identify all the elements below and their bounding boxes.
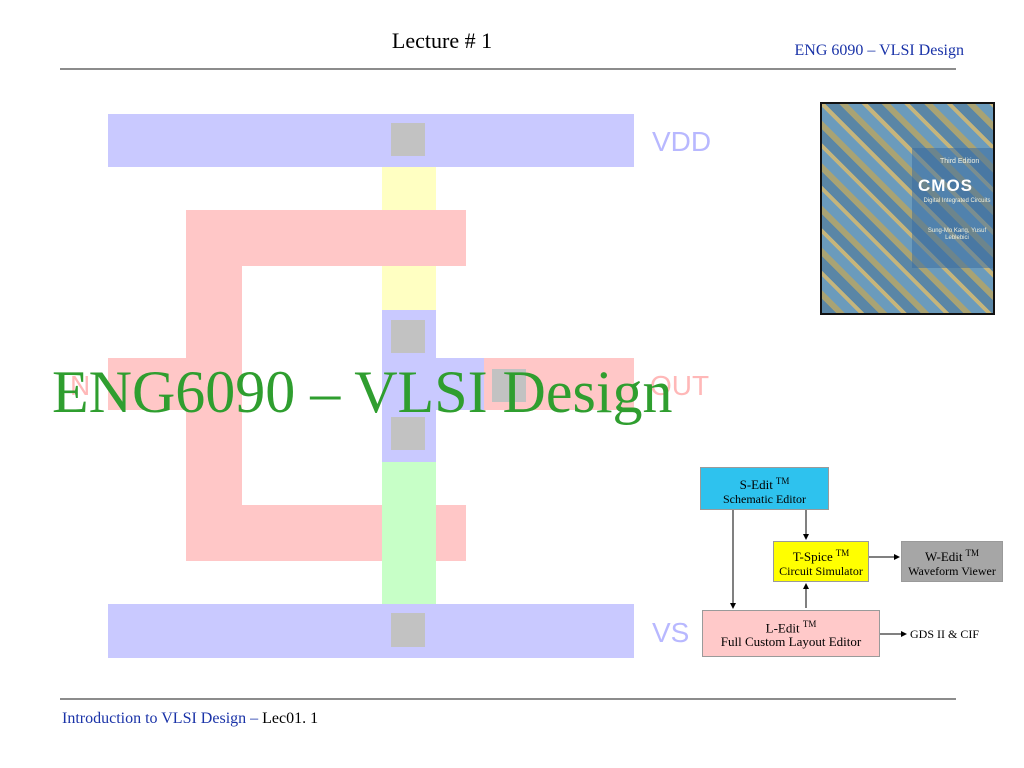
s-edit-box: S-Edit TM Schematic Editor xyxy=(700,467,829,510)
w-edit-name: W-Edit xyxy=(924,549,963,564)
footer: Introduction to VLSI Design – Lec01. 1 xyxy=(62,710,318,728)
t-spice-tm: TM xyxy=(835,548,850,558)
poly-input xyxy=(108,358,186,410)
book-cover-image: Third Edition CMOS Digital Integrated Ci… xyxy=(820,102,995,315)
slide-title: ENG6090 – VLSI Design xyxy=(52,359,673,425)
w-edit-box: W-Edit TM Waveform Viewer xyxy=(901,541,1003,582)
book-subtitle: Digital Integrated Circuits xyxy=(923,198,991,204)
book-title: CMOS xyxy=(918,176,973,195)
book-authors: Sung-Mo Kang, Yusuf Leblebici xyxy=(927,228,987,241)
t-spice-name: T-Spice xyxy=(792,549,833,564)
s-edit-tm: TM xyxy=(775,476,790,486)
w-edit-tm: TM xyxy=(965,548,980,558)
vss-contact xyxy=(391,613,425,647)
s-edit-name: S-Edit xyxy=(739,477,773,492)
l-edit-desc: Full Custom Layout Editor xyxy=(720,634,862,650)
l-edit-name: L-Edit xyxy=(765,620,800,636)
footer-rule xyxy=(60,698,956,700)
w-edit-desc: Waveform Viewer xyxy=(908,564,996,578)
footer-text: Introduction to VLSI Design xyxy=(62,710,247,727)
course-name: ENG 6090 – VLSI Design xyxy=(794,42,964,59)
output-metal-stub xyxy=(436,358,484,410)
header-rule xyxy=(60,68,956,70)
l-edit-box: L-Edit TM Full Custom Layout Editor xyxy=(702,610,880,657)
book-edition: Third Edition xyxy=(940,158,980,165)
poly-top xyxy=(186,210,466,266)
s-edit-desc: Schematic Editor xyxy=(723,492,806,506)
gds-output-label: GDS II & CIF xyxy=(910,627,980,641)
slide-number: Lec01. 1 xyxy=(262,710,319,727)
l-edit-tm: TM xyxy=(802,619,817,629)
lecture-title: Lecture # 1 xyxy=(391,28,493,53)
in-label: N xyxy=(70,370,91,401)
poly-left xyxy=(186,266,242,506)
t-spice-box: T-Spice TM Circuit Simulator xyxy=(773,541,869,582)
vdd-contact xyxy=(391,123,425,156)
vdd-rail xyxy=(108,114,634,167)
vdd-label: VDD xyxy=(652,126,712,157)
out-label: OUT xyxy=(650,370,710,401)
output-contact xyxy=(492,369,526,402)
nmos-drain-contact xyxy=(391,417,425,450)
book-cover-band xyxy=(912,148,993,268)
nmos-diffusion xyxy=(382,462,436,604)
vss-rail xyxy=(108,604,634,658)
vss-label: VS xyxy=(652,617,690,648)
t-spice-desc: Circuit Simulator xyxy=(779,564,863,578)
pmos-drain-contact xyxy=(391,320,425,353)
footer-separator: – xyxy=(246,710,263,727)
